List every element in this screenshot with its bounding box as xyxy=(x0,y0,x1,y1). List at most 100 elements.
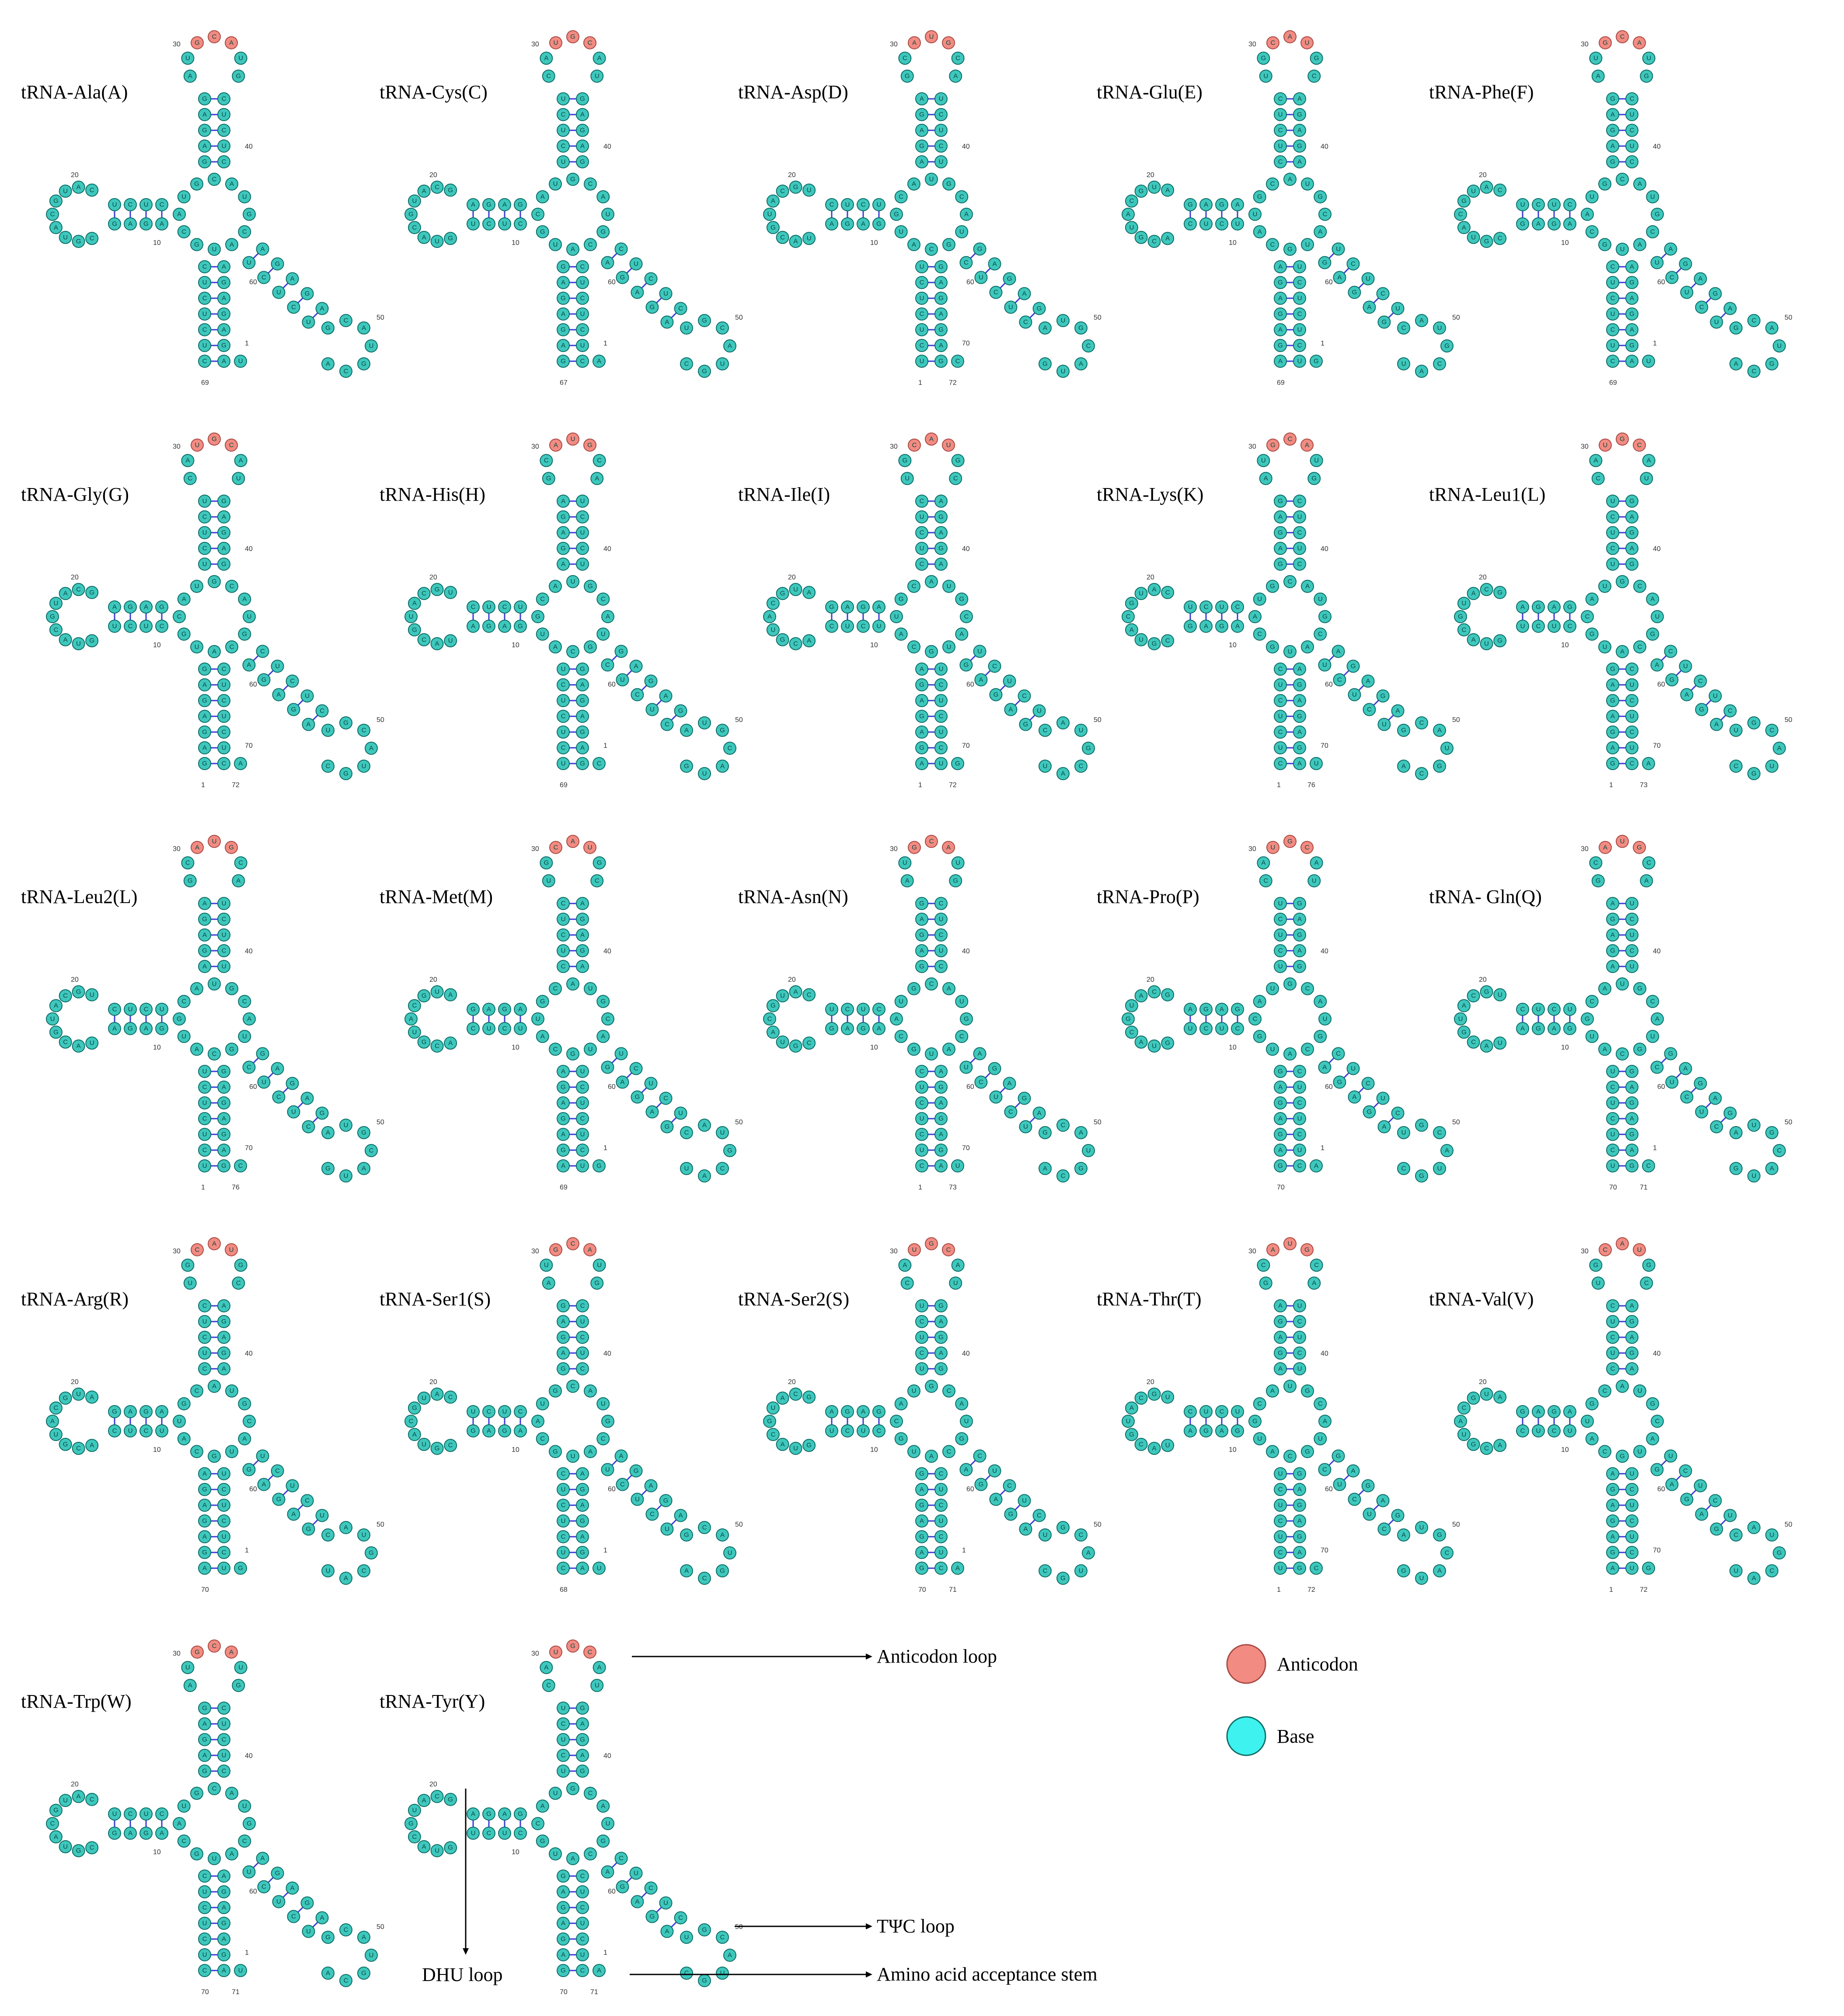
nucleotide: A xyxy=(1651,1012,1664,1025)
svg-text:G: G xyxy=(343,719,349,727)
nucleotide: G xyxy=(596,225,610,238)
nucleotide: A xyxy=(1293,92,1306,105)
nucleotide: A xyxy=(1625,1299,1638,1312)
svg-text:U: U xyxy=(1061,317,1066,324)
svg-text:G: G xyxy=(1380,692,1386,700)
anticodon-nucleotide: A xyxy=(549,438,562,452)
nucleotide: C xyxy=(514,1827,527,1840)
nucleotide: C xyxy=(357,723,371,737)
acceptor-stem-arrowhead xyxy=(866,1971,872,1978)
svg-text:A: A xyxy=(212,648,216,656)
svg-text:U: U xyxy=(920,326,924,334)
nucleotide: C xyxy=(601,658,614,672)
svg-text:U: U xyxy=(1278,143,1283,150)
nucleotide: U xyxy=(1747,1119,1760,1132)
position-number: 20 xyxy=(1479,1378,1487,1386)
nucleotide: G xyxy=(1646,628,1659,641)
svg-text:U: U xyxy=(1655,259,1659,266)
nucleotide: U xyxy=(198,339,211,352)
nucleotide: C xyxy=(1391,1106,1405,1120)
svg-text:G: G xyxy=(793,184,798,191)
nucleotide: A xyxy=(659,689,673,703)
nucleotide: G xyxy=(72,985,85,999)
dhu-loop-arrowhead xyxy=(463,1948,469,1955)
nucleotide: U xyxy=(498,217,511,230)
position-number: 30 xyxy=(531,41,539,48)
nucleotide: G xyxy=(1642,1562,1655,1575)
svg-text:A: A xyxy=(894,1015,899,1023)
nucleotide: U xyxy=(1625,1499,1638,1512)
nucleotide: A xyxy=(1274,1331,1287,1344)
svg-text:G: G xyxy=(369,1549,374,1557)
svg-text:C: C xyxy=(1610,1115,1615,1123)
nucleotide: A xyxy=(593,1661,606,1674)
nucleotide: G xyxy=(1003,272,1016,286)
nucleotide: G xyxy=(217,1315,230,1328)
svg-text:C: C xyxy=(1278,916,1283,923)
nucleotide: G xyxy=(644,674,658,688)
svg-text:G: G xyxy=(946,241,952,248)
position-number: 70 xyxy=(962,742,970,750)
svg-text:G: G xyxy=(938,263,944,271)
nucleotide: A xyxy=(557,558,570,571)
svg-text:C: C xyxy=(1297,1162,1302,1170)
svg-text:U: U xyxy=(877,201,882,209)
nucleotide: C xyxy=(716,1162,729,1175)
nucleotide: U xyxy=(1606,1315,1619,1328)
nucleotide: A xyxy=(1266,1384,1279,1398)
anticodon-nucleotide: C xyxy=(1633,438,1646,452)
nucleotide: U xyxy=(217,1530,230,1543)
svg-text:C: C xyxy=(1471,992,1476,1000)
position-number: 10 xyxy=(1229,642,1237,649)
position-number: 1 xyxy=(918,379,922,387)
nucleotide: G xyxy=(1591,874,1605,888)
panel-title: tRNA-Met(M) xyxy=(380,886,493,907)
svg-text:A: A xyxy=(1655,1015,1659,1023)
nucleotide: G xyxy=(1122,1012,1135,1025)
svg-text:A: A xyxy=(222,513,226,521)
panel-title: tRNA-Ala(A) xyxy=(21,81,128,103)
svg-text:G: G xyxy=(1270,582,1275,590)
nucleotide: U xyxy=(1651,610,1664,623)
svg-text:A: A xyxy=(518,1006,523,1013)
nucleotide: G xyxy=(1548,1405,1561,1418)
nucleotide: A xyxy=(1415,365,1428,378)
svg-text:U: U xyxy=(212,980,217,988)
svg-text:C: C xyxy=(684,1129,689,1136)
nucleotide: C xyxy=(1293,526,1306,539)
nucleotide: G xyxy=(596,995,610,1008)
nucleotide: A xyxy=(1293,1546,1306,1559)
svg-text:G: G xyxy=(361,360,366,368)
nucleotide: G xyxy=(1415,1119,1428,1132)
nucleotide: U xyxy=(925,1047,938,1060)
nucleotide: C xyxy=(915,339,928,352)
nucleotide: C xyxy=(934,140,948,153)
svg-text:G: G xyxy=(1751,719,1757,727)
svg-text:C: C xyxy=(1126,613,1131,621)
nucleotide: U xyxy=(1348,688,1361,701)
position-number: 30 xyxy=(890,41,898,48)
nucleotide: G xyxy=(576,944,589,957)
svg-text:G: G xyxy=(1297,931,1302,939)
svg-text:G: G xyxy=(1188,201,1193,209)
svg-text:G: G xyxy=(561,1115,566,1123)
anticodon-nucleotide: A xyxy=(942,841,955,854)
position-number: 1 xyxy=(603,1949,607,1957)
nucleotide: G xyxy=(776,633,789,646)
nucleotide: U xyxy=(1147,181,1161,194)
nucleotide: U xyxy=(198,526,211,539)
position-number: 20 xyxy=(788,1378,796,1386)
nucleotide: C xyxy=(1056,1119,1070,1132)
nucleotide: A xyxy=(287,1507,300,1521)
nucleotide: A xyxy=(72,1790,85,1803)
svg-text:A: A xyxy=(588,1387,593,1395)
svg-text:U: U xyxy=(580,1162,585,1170)
nucleotide: G xyxy=(514,198,527,211)
nucleotide: A xyxy=(1293,913,1306,926)
svg-text:C: C xyxy=(275,1467,280,1475)
svg-text:C: C xyxy=(1204,1025,1209,1032)
nucleotide: A xyxy=(1184,1424,1197,1437)
nucleotide: G xyxy=(190,238,203,251)
svg-text:G: G xyxy=(1484,237,1489,245)
